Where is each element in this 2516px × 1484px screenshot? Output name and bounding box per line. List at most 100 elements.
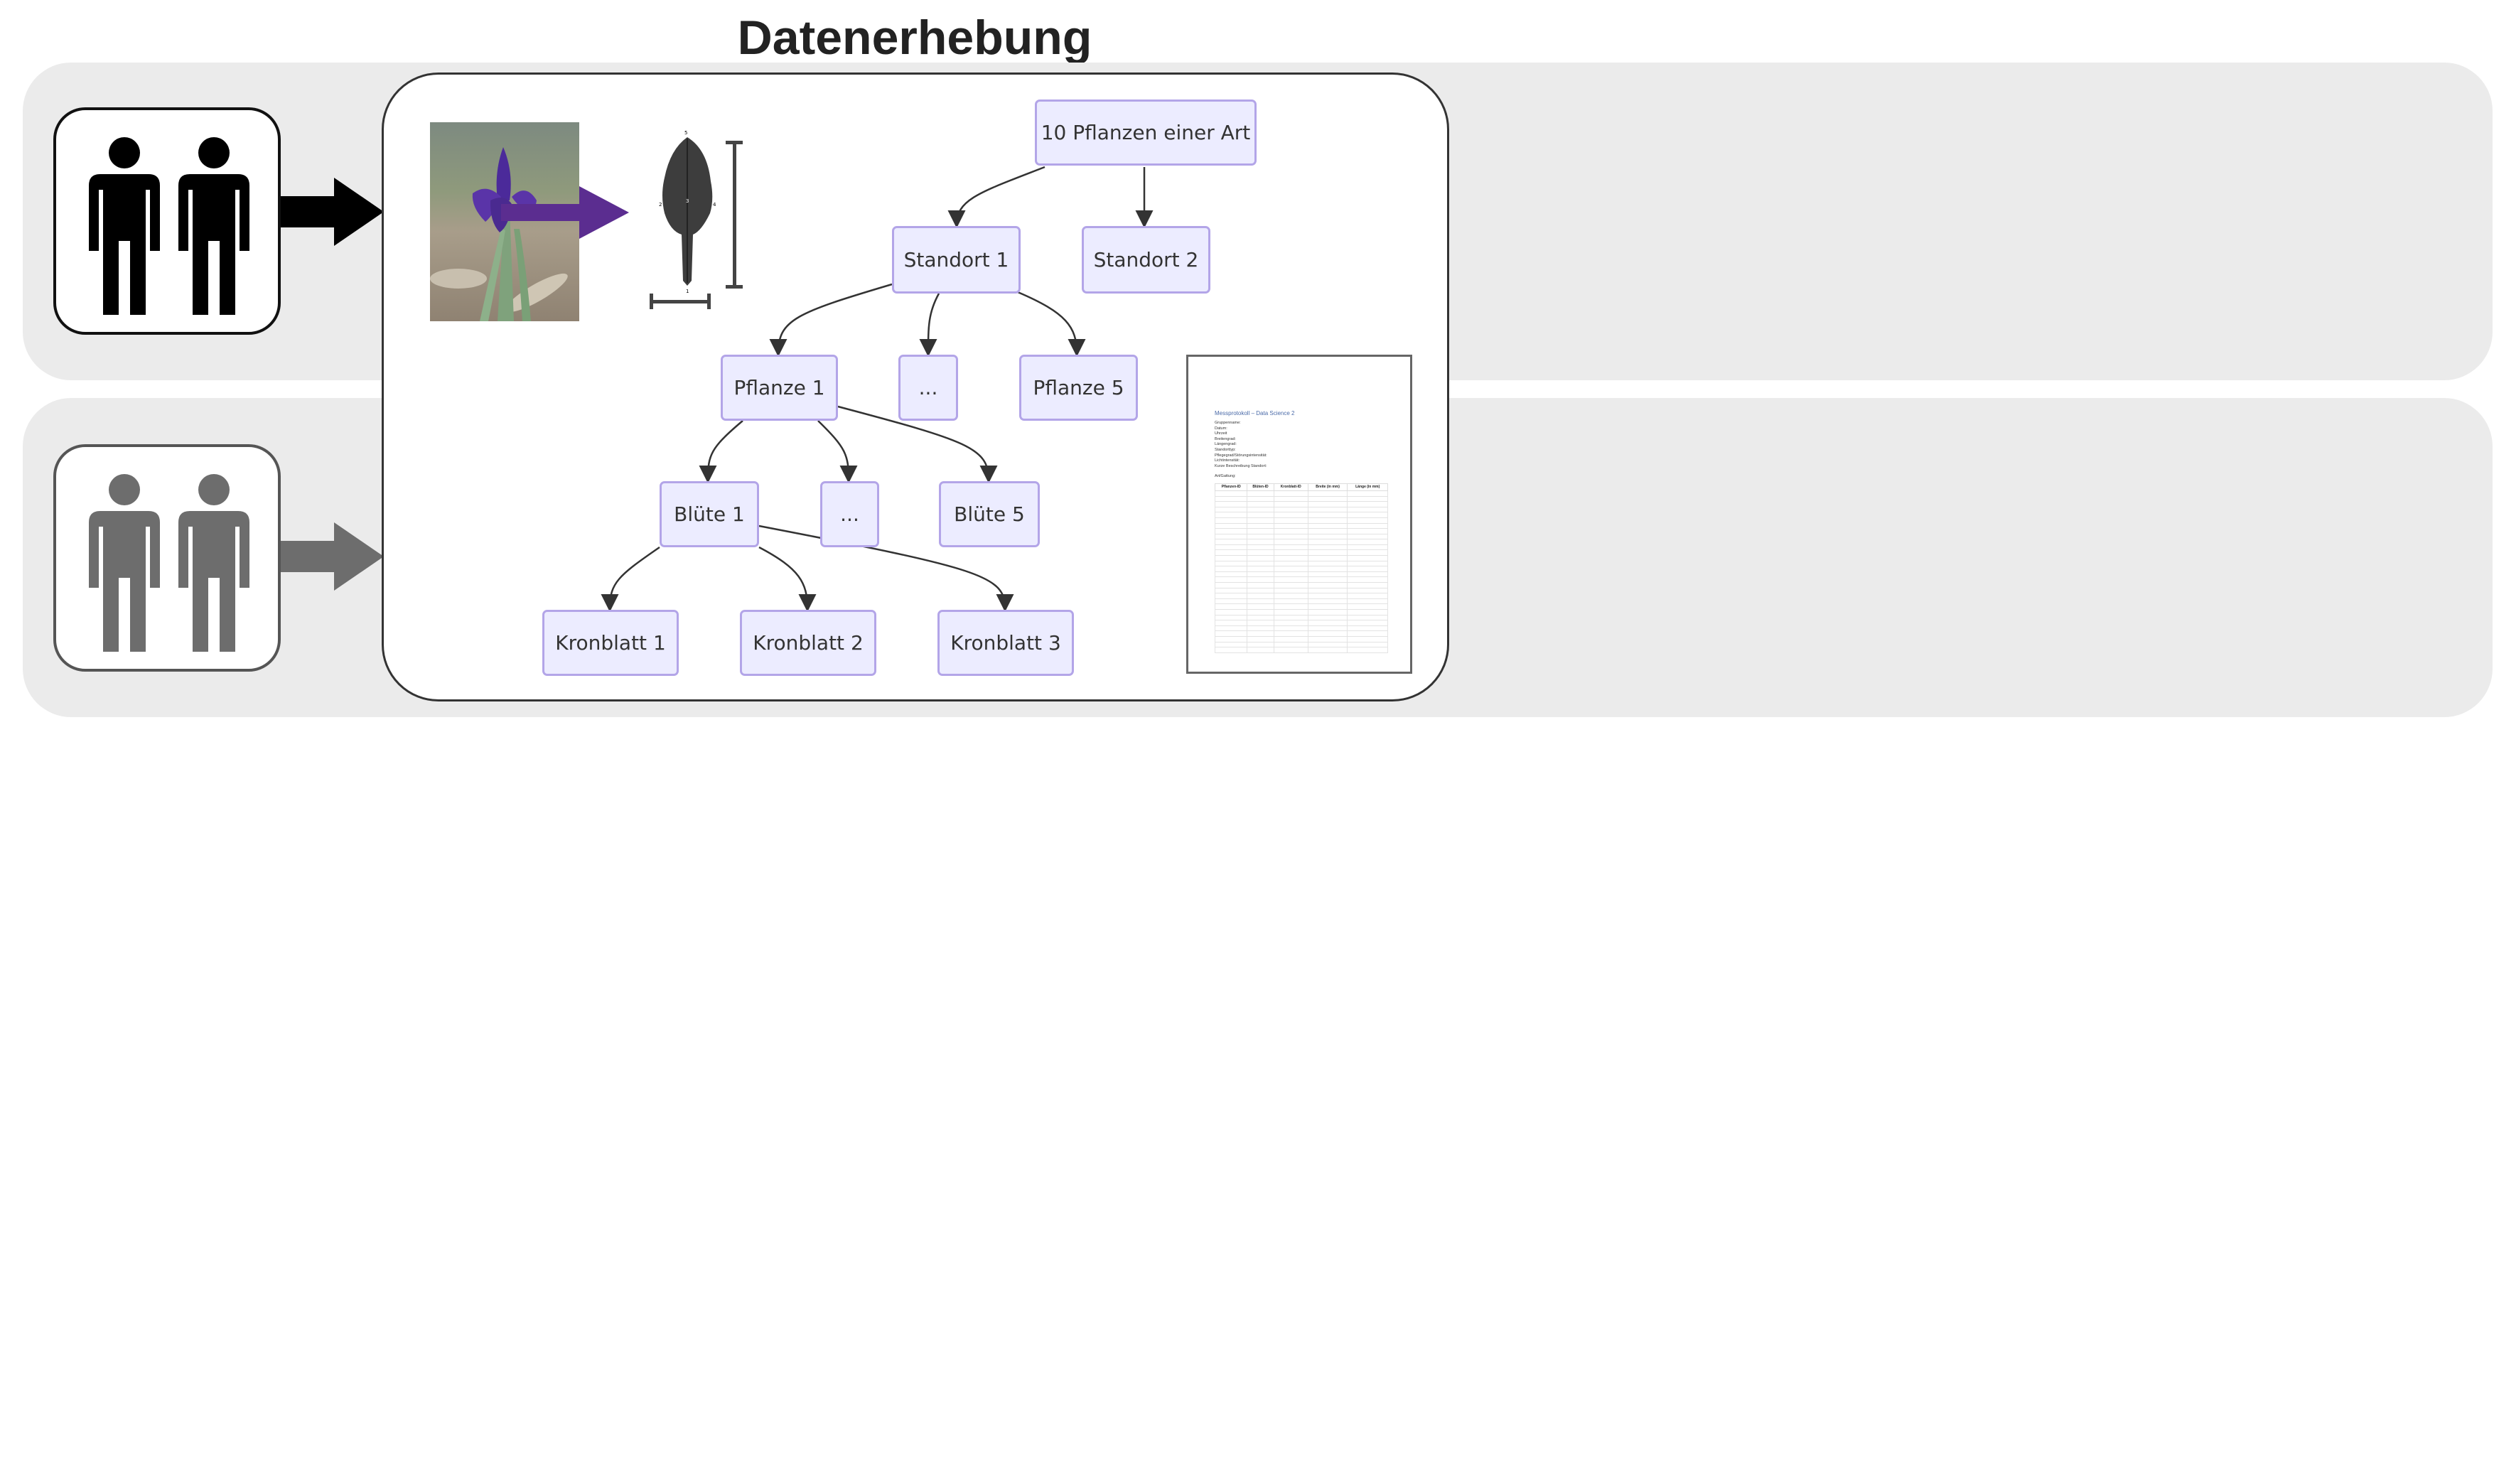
table-cell: [1273, 614, 1308, 621]
table-cell: [1273, 593, 1308, 599]
table-cell: [1247, 517, 1274, 524]
table-cell: [1307, 635, 1348, 642]
table-cell: [1247, 566, 1274, 572]
table-cell: [1247, 641, 1274, 648]
table-cell: [1273, 620, 1308, 626]
table-cell: [1214, 490, 1248, 497]
table-cell: [1247, 495, 1274, 502]
document-field: Gruppenname:: [1215, 421, 1241, 425]
table-cell: [1247, 533, 1274, 540]
table-cell: [1307, 593, 1348, 599]
table-cell: [1214, 630, 1248, 637]
table-cell: [1247, 501, 1274, 507]
table-cell: [1307, 582, 1348, 588]
table-cell: [1307, 533, 1348, 540]
table-row: [1214, 522, 1388, 529]
table-cell: [1347, 641, 1388, 648]
node-standort-1: Standort 1: [892, 226, 1021, 294]
iris-photo: [430, 122, 579, 321]
table-cell: [1307, 620, 1348, 626]
table-row: [1214, 603, 1388, 610]
node-root: 10 Pflanzen einer Art: [1035, 100, 1257, 166]
table-cell: [1247, 506, 1274, 513]
measurement-table: Pflanzen-ID Blüten-ID Kronblatt-ID Breit…: [1214, 483, 1388, 653]
table-cell: [1307, 603, 1348, 610]
table-row: [1214, 598, 1388, 605]
table-cell: [1273, 625, 1308, 632]
document-field: Art/Gattung:: [1215, 474, 1236, 479]
table-cell: [1273, 647, 1308, 653]
leaf-point-label: 5: [684, 130, 687, 136]
table-cell: [1273, 603, 1308, 610]
diagram-title: Datenerhebung: [737, 11, 1092, 65]
table-cell: [1307, 544, 1348, 551]
table-cell: [1273, 560, 1308, 567]
table-cell: [1347, 528, 1388, 534]
arrow-right-icon: [281, 522, 384, 591]
table-cell: [1214, 609, 1248, 615]
table-cell: [1214, 560, 1248, 567]
table-cell: [1247, 539, 1274, 545]
table-cell: [1307, 571, 1348, 578]
table-cell: [1307, 506, 1348, 513]
table-cell: [1347, 635, 1388, 642]
table-cell: [1214, 544, 1248, 551]
table-cell: [1307, 641, 1348, 648]
document-field: Datum:: [1215, 426, 1227, 431]
document-field: Standorttyp:: [1215, 447, 1236, 452]
column-header: Länge (in mm): [1347, 483, 1388, 491]
table-cell: [1273, 522, 1308, 529]
table-cell: [1214, 582, 1248, 588]
table-cell: [1307, 549, 1348, 556]
table-cell: [1307, 517, 1348, 524]
table-cell: [1347, 582, 1388, 588]
table-cell: [1247, 603, 1274, 610]
node-pflanze-5: Pflanze 5: [1019, 355, 1138, 421]
table-cell: [1247, 620, 1274, 626]
table-cell: [1347, 533, 1388, 540]
table-cell: [1273, 528, 1308, 534]
table-cell: [1307, 625, 1348, 632]
table-row: [1214, 641, 1388, 648]
table-cell: [1214, 620, 1248, 626]
table-cell: [1247, 598, 1274, 605]
table-row: [1214, 582, 1388, 588]
table-row: [1214, 495, 1388, 502]
table-cell: [1307, 555, 1348, 561]
table-row: [1214, 571, 1388, 578]
length-bar: [726, 141, 743, 289]
table-cell: [1214, 635, 1248, 642]
leaf-point-label: 4: [713, 202, 716, 208]
table-cell: [1347, 571, 1388, 578]
table-cell: [1247, 647, 1274, 653]
table-cell: [1347, 539, 1388, 545]
table-cell: [1247, 560, 1274, 567]
table-cell: [1214, 614, 1248, 621]
table-cell: [1214, 625, 1248, 632]
table-cell: [1214, 555, 1248, 561]
table-cell: [1307, 630, 1348, 637]
table-cell: [1347, 647, 1388, 653]
node-pflanze-ellipsis: ...: [898, 355, 958, 421]
table-cell: [1347, 566, 1388, 572]
table-cell: [1347, 630, 1388, 637]
table-cell: [1273, 495, 1308, 502]
column-header: Pflanzen-ID: [1214, 483, 1248, 491]
leaf-point-label: 2: [659, 202, 662, 208]
table-cell: [1247, 635, 1274, 642]
table-cell: [1214, 495, 1248, 502]
table-cell: [1273, 630, 1308, 637]
table-cell: [1273, 609, 1308, 615]
width-bar: [650, 294, 711, 309]
table-cell: [1214, 549, 1248, 556]
table-row: [1214, 620, 1388, 626]
table-cell: [1247, 522, 1274, 529]
table-row: [1214, 512, 1388, 518]
table-cell: [1347, 512, 1388, 518]
document-field: Breitengrad:: [1215, 436, 1236, 441]
table-cell: [1247, 490, 1274, 497]
table-cell: [1347, 544, 1388, 551]
table-cell: [1347, 614, 1388, 621]
table-row: [1214, 566, 1388, 572]
